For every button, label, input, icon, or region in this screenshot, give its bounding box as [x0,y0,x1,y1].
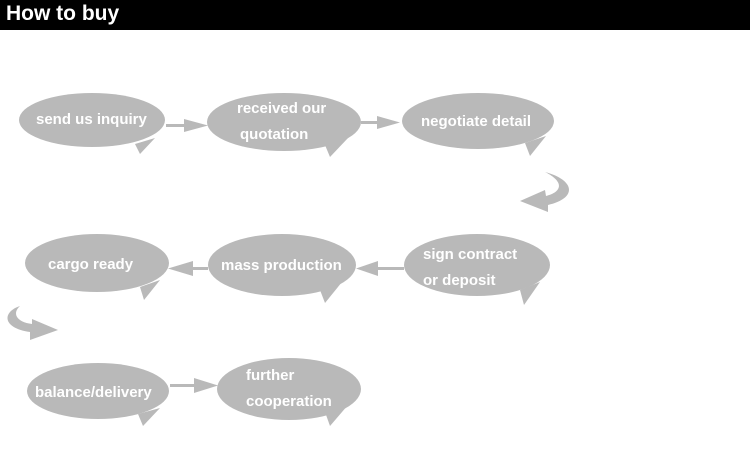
step-mass-production: mass production [208,234,356,303]
step-label: cooperation [246,393,332,410]
step-sign-contract: sign contract or deposit [404,234,550,305]
arrow-right-2 [361,116,400,129]
step-label: send us inquiry [36,111,148,128]
step-label: cargo ready [48,256,134,273]
header-bar: How to buy [0,0,750,30]
step-label: mass production [221,257,342,274]
step-cargo-ready: cargo ready [25,234,169,300]
step-label: received our [237,100,326,117]
step-label: balance/delivery [35,384,152,401]
step-send-inquiry: send us inquiry [19,93,165,154]
step-label: sign contract [423,246,517,263]
step-label: quotation [240,126,308,143]
step-balance-delivery: balance/delivery [27,363,169,426]
step-received-quotation: received our quotation [207,93,361,157]
curved-arrow-down-right [7,306,58,340]
step-negotiate-detail: negotiate detail [402,93,554,156]
step-label: or deposit [423,272,496,289]
arrow-left-2 [168,261,208,276]
arrow-right-1 [166,119,208,132]
curved-arrow-down-left [520,172,570,212]
arrow-left-1 [356,261,404,276]
page-title: How to buy [6,2,120,25]
step-label: negotiate detail [421,113,531,130]
step-label: further [246,367,294,384]
arrow-right-3 [170,378,218,393]
step-further-cooperation: further cooperation [217,358,361,426]
